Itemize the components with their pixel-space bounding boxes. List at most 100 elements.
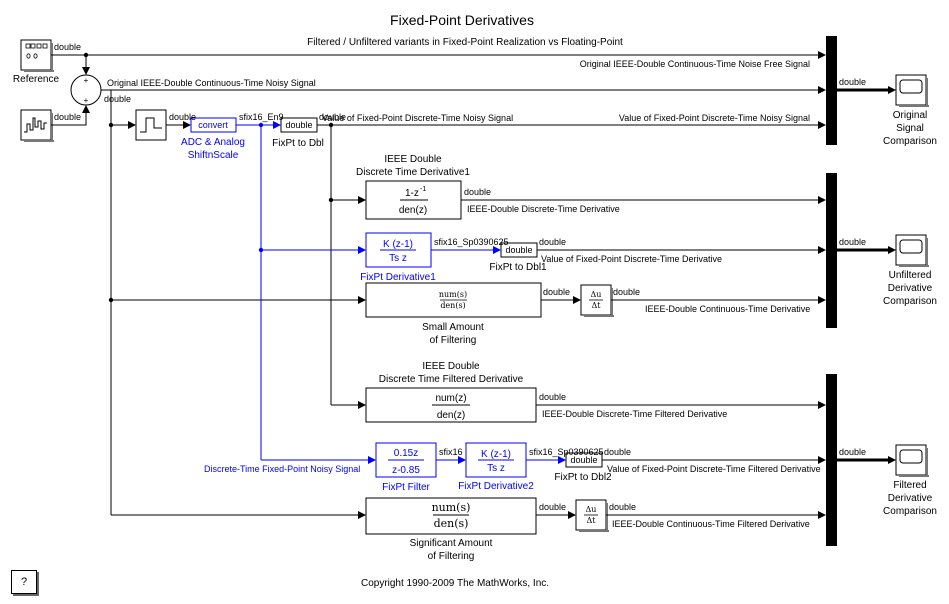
sum-plus-bottom: + — [84, 96, 89, 105]
scope-original-block[interactable] — [895, 74, 929, 107]
sig-fixpt-noisy: Value of Fixed-Point Discrete-Time Noisy… — [322, 113, 513, 123]
diagram-subtitle: Filtered / Unfiltered variants in Fixed-… — [307, 37, 623, 48]
sig-type-deriv1: double — [613, 287, 640, 297]
mux-output-arrows — [888, 86, 896, 464]
small-label-2: of Filtering — [430, 335, 477, 346]
fd2-num: K (z-1) — [481, 449, 511, 460]
fixpt-to-dbl1-label: FixPt to Dbl1 — [489, 262, 547, 273]
sig-type-dbl1: double — [539, 237, 566, 247]
scope1-label-2: Signal — [896, 123, 924, 134]
sig-type-noise: double — [54, 112, 81, 122]
sig-type-dbl2: double — [604, 447, 631, 457]
tf2-den: den(z) — [437, 410, 465, 421]
fixpt-derivative1-block[interactable]: K (z-1) Ts z — [365, 232, 432, 268]
scope3-label-2: Derivative — [888, 493, 933, 504]
fixpt-to-dbl1-type: double — [505, 245, 532, 255]
fd1-den: Ts z — [389, 253, 407, 264]
derivative1-block[interactable]: Δu Δt — [580, 284, 614, 317]
sig-type-sp2: sfix16_Sp0390625 — [529, 447, 604, 457]
sum-block[interactable]: + + — [70, 74, 102, 106]
ff-den: z-0.85 — [392, 465, 420, 476]
fixpt-to-dbl2-type: double — [570, 455, 597, 465]
sig-type-small: double — [543, 287, 570, 297]
sig-dt-fixpt-noisy: Discrete-Time Fixed-Point Noisy Signal — [204, 464, 360, 474]
fd2-den: Ts z — [487, 463, 505, 474]
sig-fixpt-dt-filt: Value of Fixed-Point Discrete-Time Filte… — [607, 464, 821, 474]
small-filtering-block[interactable]: num(s) den(s) — [365, 282, 542, 318]
tf1-den: den(z) — [399, 205, 427, 216]
sig-orig-noisy: Original IEEE-Double Continuous-Time Noi… — [107, 78, 316, 88]
adc-label-2: ShiftnScale — [188, 150, 239, 161]
sig-ieee-dt-deriv: IEEE-Double Discrete-Time Derivative — [467, 204, 620, 214]
copyright-text: Copyright 1990-2009 The MathWorks, Inc. — [361, 578, 549, 589]
scope1-label-3: Comparison — [883, 136, 937, 147]
derivative2-block[interactable]: Δu Δt — [575, 499, 609, 532]
reference-block[interactable] — [20, 39, 54, 72]
tf2-num: num(z) — [435, 393, 466, 404]
fixpt-to-dbl-label: FixPt to Dbl — [272, 138, 324, 149]
sig-type-deriv2: double — [609, 502, 636, 512]
small-label-1: Small Amount — [422, 322, 484, 333]
noise-source-block[interactable] — [20, 109, 54, 142]
fd2-label: FixPt Derivative2 — [458, 481, 534, 492]
scope3-label-3: Comparison — [883, 506, 937, 517]
deriv1-dt: Δt — [592, 301, 602, 310]
scope2-label-2: Derivative — [888, 283, 933, 294]
deriv2-du: Δu — [586, 505, 597, 514]
sig-type-zoh: double — [169, 112, 196, 122]
sig-ieee-ct-deriv: IEEE-Double Continuous-Time Derivative — [645, 304, 810, 314]
ieee2-tf-block[interactable]: num(z) den(z) — [365, 387, 537, 423]
scope1-label-1: Original — [893, 110, 927, 121]
signal-labels: double double double double sfix16_En9 d… — [54, 42, 866, 529]
fd1-num: K (z-1) — [383, 239, 413, 250]
scope2-label-1: Unfiltered — [889, 270, 932, 281]
help-label: ? — [20, 576, 28, 588]
cs2-num: num(s) — [432, 501, 471, 514]
branch-points — [83, 52, 334, 303]
sig-ieee-dt-filt: IEEE-Double Discrete-Time Filtered Deriv… — [542, 409, 727, 419]
tf1-num: 1-z — [405, 188, 419, 199]
sig-type-sum: double — [104, 94, 131, 104]
ff-num: 0.15z — [394, 448, 418, 459]
ieee1-tf-block[interactable]: 1-z -1 den(z) — [365, 180, 462, 220]
scope-filtered-block[interactable] — [895, 444, 929, 477]
zoh-block[interactable] — [135, 109, 167, 141]
sig-fixpt-noisy-2: Value of Fixed-Point Discrete-Time Noisy… — [619, 113, 810, 123]
fixpt-to-dbl1-block[interactable]: double — [500, 242, 538, 258]
sig-type-ref: double — [54, 42, 81, 52]
mux-bar-2[interactable] — [826, 173, 837, 328]
sig-type-dbl: double — [319, 112, 346, 122]
deriv2-dt: Δt — [587, 516, 597, 525]
cs2-den: den(s) — [434, 517, 469, 530]
sig-type-tf1: double — [464, 187, 491, 197]
scope3-label-1: Filtered — [893, 480, 926, 491]
scope2-label-3: Comparison — [883, 296, 937, 307]
diagram-title: Fixed-Point Derivatives — [390, 12, 534, 28]
significant-filtering-block[interactable]: num(s) den(s) — [365, 497, 537, 535]
convert-block[interactable]: convert — [190, 117, 237, 133]
sig-label-2: of Filtering — [428, 551, 475, 562]
fixpt-filter-block[interactable]: 0.15z z-0.85 — [375, 442, 437, 478]
scope-unfiltered-block[interactable] — [895, 234, 929, 267]
sig-type-sig: double — [539, 502, 566, 512]
sig-type-mux2: double — [839, 237, 866, 247]
sig-type-mux1: double — [839, 77, 866, 87]
sig-type-tf2: double — [539, 392, 566, 402]
sig-fixpt-dt-deriv: Value of Fixed-Point Discrete-Time Deriv… — [541, 254, 722, 264]
ieee2-label-2: Discrete Time Filtered Derivative — [379, 374, 524, 385]
fixpt-signal-lines — [236, 121, 566, 464]
help-button[interactable]: ? — [11, 570, 37, 594]
sig-type-mux3: double — [839, 447, 866, 457]
reference-label: Reference — [13, 74, 60, 85]
sig-type-en9: sfix16_En9 — [239, 112, 284, 122]
sig-orig-noise-free: Original IEEE-Double Continuous-Time Noi… — [580, 59, 810, 69]
convert-label: convert — [198, 120, 228, 130]
mux-output-lines — [837, 88, 889, 462]
ieee1-label-1: IEEE Double — [384, 154, 442, 165]
ieee2-label-1: IEEE Double — [422, 361, 480, 372]
tf1-exp: -1 — [420, 186, 426, 193]
fixpt-derivative2-block[interactable]: K (z-1) Ts z — [465, 442, 527, 478]
fixpt-to-dbl-block[interactable]: double — [280, 117, 318, 133]
mux-bar-1[interactable] — [826, 36, 837, 145]
mux-bar-3[interactable] — [826, 374, 837, 546]
